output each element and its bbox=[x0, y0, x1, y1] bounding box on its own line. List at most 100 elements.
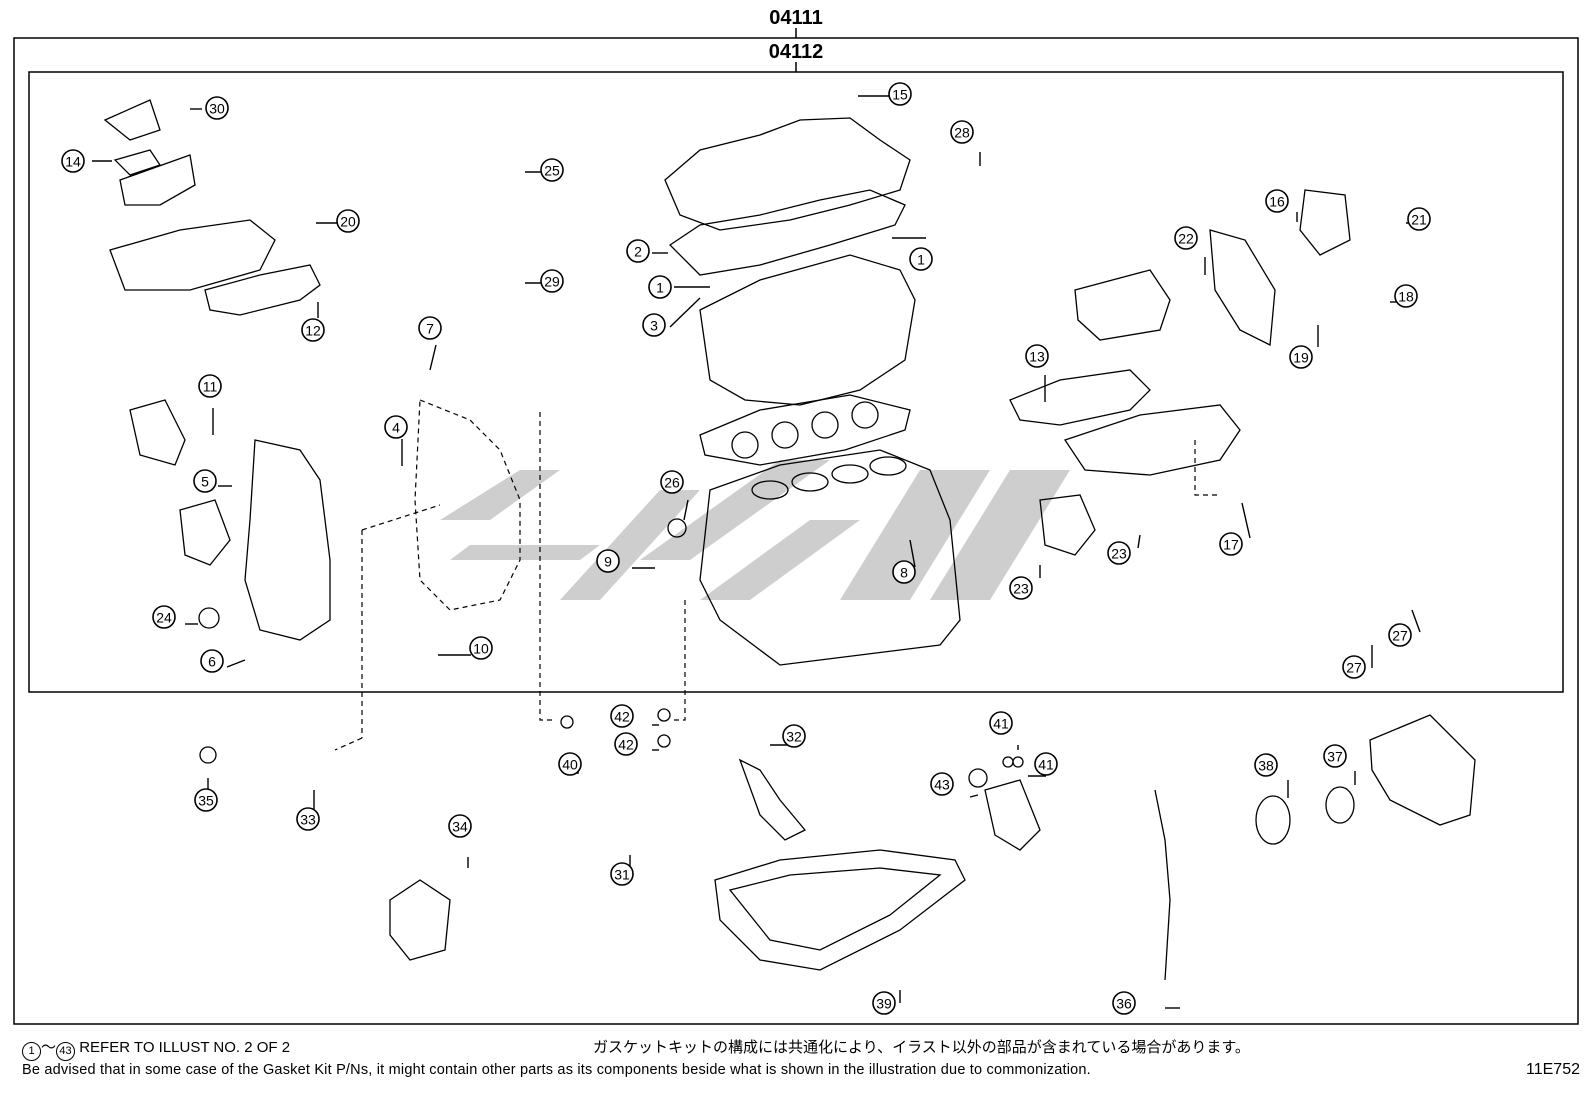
callout-4: 4 bbox=[384, 415, 408, 439]
callout-circle bbox=[989, 711, 1013, 735]
callout-number: 10 bbox=[473, 641, 489, 657]
callout-circle bbox=[892, 560, 916, 584]
callout-number: 3 bbox=[650, 318, 658, 334]
callout-circle bbox=[648, 275, 672, 299]
callout-13: 13 bbox=[1025, 344, 1049, 368]
callout-circle bbox=[1174, 226, 1198, 250]
callout-circle bbox=[909, 247, 933, 271]
callout-number: 41 bbox=[993, 716, 1009, 732]
callout-number: 11 bbox=[203, 379, 218, 395]
callout-number: 40 bbox=[562, 757, 578, 773]
english-note: Be advised that in some case of the Gask… bbox=[22, 1062, 1091, 1078]
callout-circle bbox=[1034, 752, 1058, 776]
callout-circle bbox=[469, 636, 493, 660]
callout-number: 26 bbox=[664, 475, 680, 491]
callout-circle bbox=[1289, 345, 1313, 369]
callout-circle bbox=[1265, 189, 1289, 213]
callout-number: 14 bbox=[65, 154, 81, 170]
callout-38: 38 bbox=[1254, 753, 1278, 777]
callout-42: 42 bbox=[610, 704, 634, 728]
callout-number: 6 bbox=[208, 654, 216, 670]
callout-22: 22 bbox=[1174, 226, 1198, 250]
callout-circle bbox=[596, 549, 620, 573]
callout-number: 16 bbox=[1269, 194, 1285, 210]
callout-18: 18 bbox=[1394, 284, 1418, 308]
callout-number: 15 bbox=[892, 87, 908, 103]
kit-brackets bbox=[13, 28, 1579, 1025]
callout-circle bbox=[1112, 991, 1136, 1015]
callout-30: 30 bbox=[205, 96, 229, 120]
callout-24: 24 bbox=[152, 605, 176, 629]
callout-20: 20 bbox=[336, 209, 360, 233]
callout-number: 38 bbox=[1258, 758, 1274, 774]
range-tilde: ～ bbox=[41, 1039, 57, 1056]
callout-17: 17 bbox=[1219, 532, 1243, 556]
callout-number: 42 bbox=[614, 709, 630, 725]
callout-33: 33 bbox=[296, 807, 320, 831]
callout-36: 36 bbox=[1112, 991, 1136, 1015]
japanese-note: ガスケットキットの構成には共通化により、イラスト以外の部品が含まれている場合があ… bbox=[593, 1038, 1250, 1056]
callout-number: 2 bbox=[634, 244, 642, 260]
callout-number: 42 bbox=[618, 737, 634, 753]
callout-circle bbox=[205, 96, 229, 120]
callout-14: 14 bbox=[61, 149, 85, 173]
callout-number: 22 bbox=[1178, 231, 1194, 247]
outer-kit-frame bbox=[13, 37, 1579, 1025]
callout-27: 27 bbox=[1342, 655, 1366, 679]
range-note-text: REFER TO ILLUST NO. 2 OF 2 bbox=[79, 1039, 291, 1056]
callout-29: 29 bbox=[540, 269, 564, 293]
callout-6: 6 bbox=[200, 649, 224, 673]
callout-32: 32 bbox=[782, 724, 806, 748]
callout-41: 41 bbox=[989, 711, 1013, 735]
outer-kit-code: 04111 bbox=[769, 7, 822, 29]
callout-circle bbox=[558, 752, 582, 776]
callout-number: 28 bbox=[954, 125, 970, 141]
callout-circle bbox=[336, 209, 360, 233]
callout-number: 34 bbox=[452, 819, 468, 835]
egr-cooler bbox=[1074, 269, 1171, 341]
callout-34: 34 bbox=[448, 814, 472, 838]
parts-artwork bbox=[103, 99, 1476, 981]
callout-number: 12 bbox=[305, 323, 321, 339]
callout-number: 32 bbox=[786, 729, 802, 745]
intake-manifold-gasket bbox=[1009, 369, 1151, 426]
callout-number: 41 bbox=[1038, 757, 1054, 773]
callout-10: 10 bbox=[469, 636, 493, 660]
callout-35: 35 bbox=[194, 788, 218, 812]
callout-7: 7 bbox=[418, 316, 442, 340]
callout-circle bbox=[1107, 541, 1131, 565]
callout-circle bbox=[1394, 284, 1418, 308]
callout-number: 19 bbox=[1293, 350, 1309, 366]
range-start-circle: 1 bbox=[22, 1042, 41, 1061]
callout-circle bbox=[888, 82, 912, 106]
callout-23: 23 bbox=[1107, 541, 1131, 565]
callout-number: 8 bbox=[900, 565, 908, 581]
callout-19: 19 bbox=[1289, 345, 1313, 369]
callout-circle bbox=[152, 605, 176, 629]
callout-circle bbox=[1254, 753, 1278, 777]
callout-number: 23 bbox=[1013, 581, 1029, 597]
exhaust-manifold-gasket bbox=[204, 264, 321, 316]
callout-1: 1 bbox=[648, 275, 672, 299]
callout-number: 43 bbox=[934, 777, 950, 793]
callout-circle bbox=[1388, 623, 1412, 647]
callout-number: 20 bbox=[340, 214, 356, 230]
range-end-circle: 43 bbox=[56, 1042, 76, 1061]
callout-23: 23 bbox=[1009, 576, 1033, 600]
callout-circle bbox=[1025, 344, 1049, 368]
callout-39: 39 bbox=[872, 991, 896, 1015]
exhaust-manifold bbox=[109, 219, 276, 291]
callout-number: 21 bbox=[1411, 212, 1427, 228]
callout-number: 7 bbox=[426, 321, 434, 337]
callout-circle bbox=[1009, 576, 1033, 600]
timing-cover bbox=[244, 439, 331, 641]
cylinder-head-cover bbox=[664, 117, 911, 231]
callout-25: 25 bbox=[540, 158, 564, 182]
callout-circle bbox=[61, 149, 85, 173]
callout-28: 28 bbox=[950, 120, 974, 144]
watermark-logo bbox=[440, 460, 1070, 600]
callout-9: 9 bbox=[596, 549, 620, 573]
inner-kit-code: 04112 bbox=[769, 41, 824, 63]
head-cover-gasket bbox=[668, 189, 906, 276]
